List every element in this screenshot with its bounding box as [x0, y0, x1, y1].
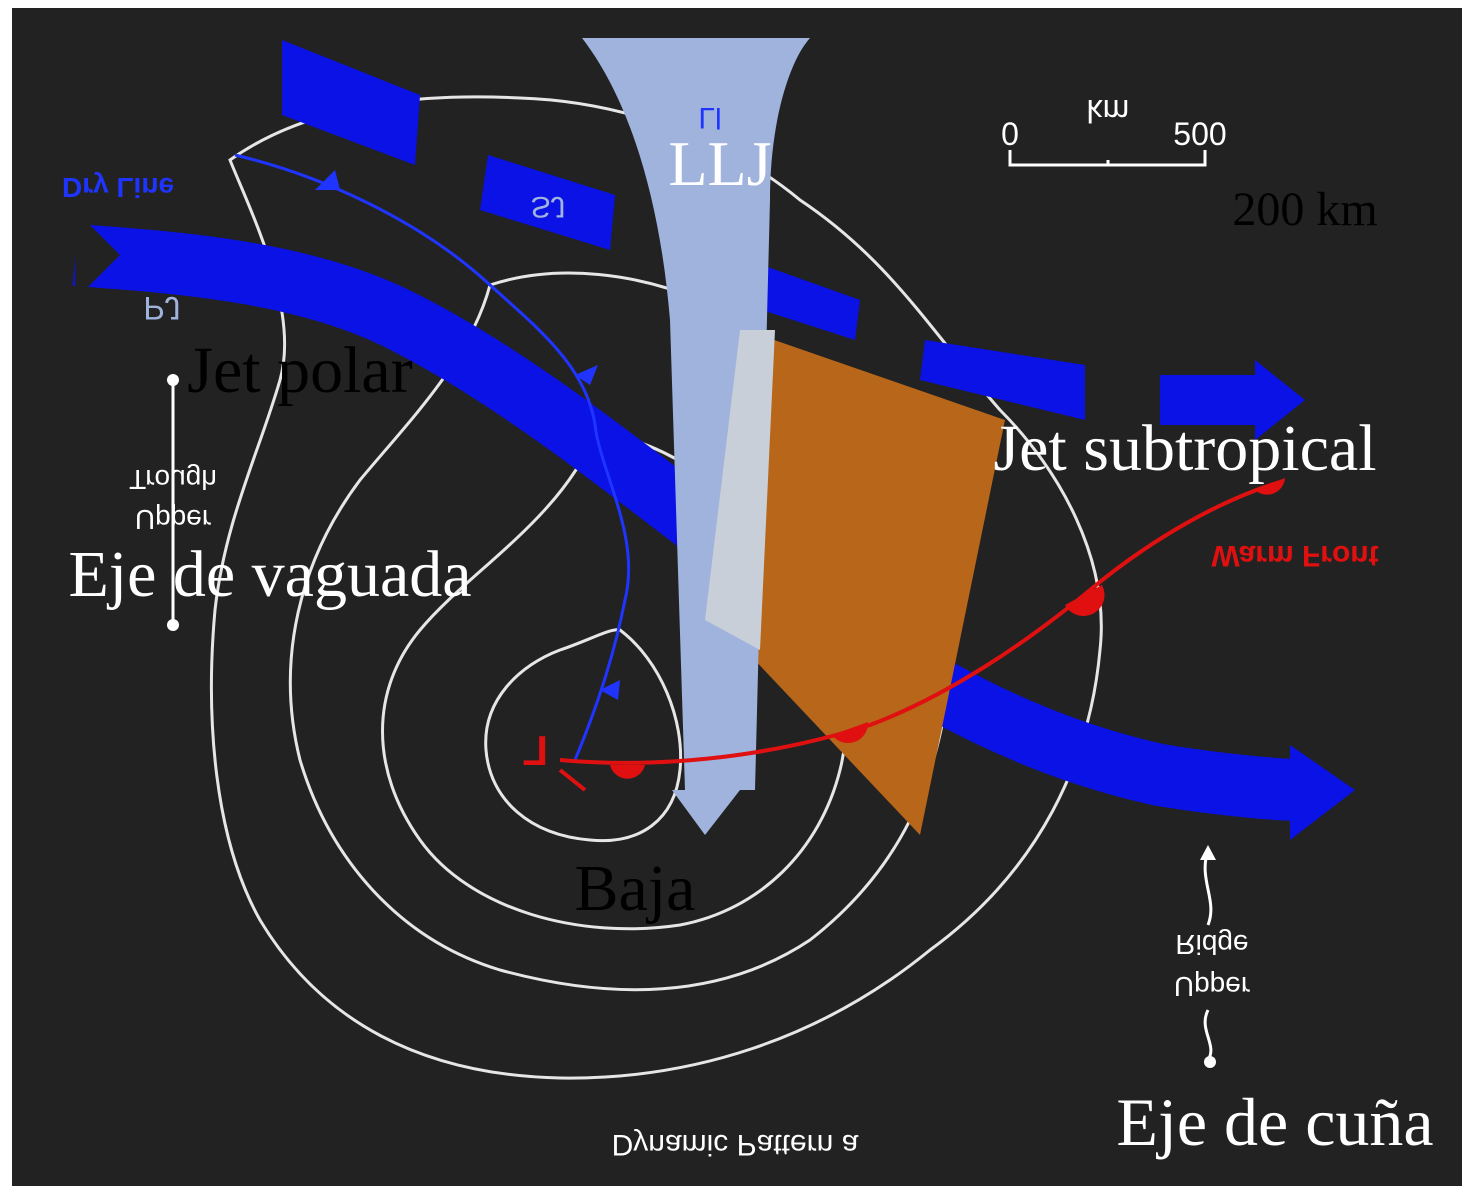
dry-line: [234, 153, 631, 761]
warm-front-lobe-4: [1255, 478, 1285, 495]
ridge-axis-bottom-dot: [1204, 1056, 1216, 1068]
subtropical-jet-segment-4: [920, 340, 1085, 420]
trough-axis-top-dot: [167, 374, 179, 386]
dry-line-label-group: Dry Line: [62, 172, 174, 203]
dry-line-pips: [315, 170, 620, 700]
warm-front: [559, 478, 1285, 779]
warm-front-lobe-2: [832, 722, 869, 744]
scale-bar-line: [1008, 150, 1207, 167]
scale-bar-unit: km: [1087, 93, 1130, 129]
dry-line-pip-1: [315, 170, 340, 190]
dry-line-path: [234, 153, 631, 761]
sj-label-group: SJ: [530, 190, 565, 223]
upper-trough-label-2: Trough: [129, 464, 217, 495]
warm-front-lobe-1: [610, 765, 645, 779]
llj-label: LLJ: [668, 128, 771, 199]
warm-front-label-group: Warm Front: [1211, 539, 1378, 572]
eje-vaguada-label: Eje de vaguada: [68, 538, 471, 611]
warm-front-line: [559, 480, 1281, 765]
subtropical-jet-segment-1: [282, 40, 420, 165]
jet-subtropical-label: Jet subtropical: [993, 412, 1376, 485]
pj-label-group: PJ: [143, 290, 180, 326]
ridge-axis-arrowhead: [1200, 845, 1216, 860]
low-symbol-group: L: [522, 727, 548, 774]
scale-bar-end: 500: [1173, 116, 1226, 152]
sj-label: SJ: [530, 190, 565, 223]
baja-label: Baja: [575, 852, 696, 925]
subtropical-jet-arrowhead: [1160, 360, 1305, 440]
pj-label: PJ: [143, 290, 180, 326]
jet-polar-label: Jet polar: [187, 334, 412, 407]
isobar-inner: [484, 628, 683, 843]
scale-bar: 0 500 km: [1001, 93, 1227, 167]
scale-200km-label: 200 km: [1232, 183, 1377, 236]
scale-bar-unit-group: km: [1087, 93, 1130, 129]
scale-bar-start: 0: [1001, 116, 1019, 152]
upper-ridge-label-group: Upper Ridge: [1174, 929, 1250, 1002]
footer-label-group: Dynamic Pattern a: [612, 1128, 859, 1161]
low-level-jet: [582, 38, 810, 835]
trough-axis-bottom-dot: [167, 619, 179, 631]
eje-cuna-label: Eje de cuña: [1116, 1084, 1433, 1160]
low-symbol-tick: [558, 768, 587, 792]
subtropical-jet-segment-2: [480, 155, 615, 250]
polar-jet-arrowhead: [1290, 745, 1355, 840]
warm-front-lobe-3: [1065, 585, 1105, 617]
low-symbol: L: [522, 727, 548, 774]
upper-ridge-label-1: Upper: [1174, 971, 1250, 1002]
upper-ridge-label-2: Ridge: [1175, 929, 1248, 960]
llj-overlap: [705, 330, 775, 650]
upper-trough-label-group: Upper Trough: [129, 464, 217, 535]
upper-trough-axis: [167, 374, 179, 631]
dry-line-label: Dry Line: [62, 172, 174, 203]
dry-line-pip-2: [575, 365, 598, 385]
footer-label: Dynamic Pattern a: [612, 1128, 859, 1161]
ll-label-group: Ll: [698, 101, 721, 134]
dry-line-pip-3: [600, 680, 620, 700]
ll-label: Ll: [698, 101, 721, 134]
upper-ridge-axis: [1200, 845, 1216, 1068]
warm-front-label: Warm Front: [1211, 539, 1378, 572]
moist-tongue-polygon: [750, 335, 1005, 835]
polar-jet-tail-notch: [75, 210, 120, 300]
upper-trough-label-1: Upper: [135, 504, 211, 535]
